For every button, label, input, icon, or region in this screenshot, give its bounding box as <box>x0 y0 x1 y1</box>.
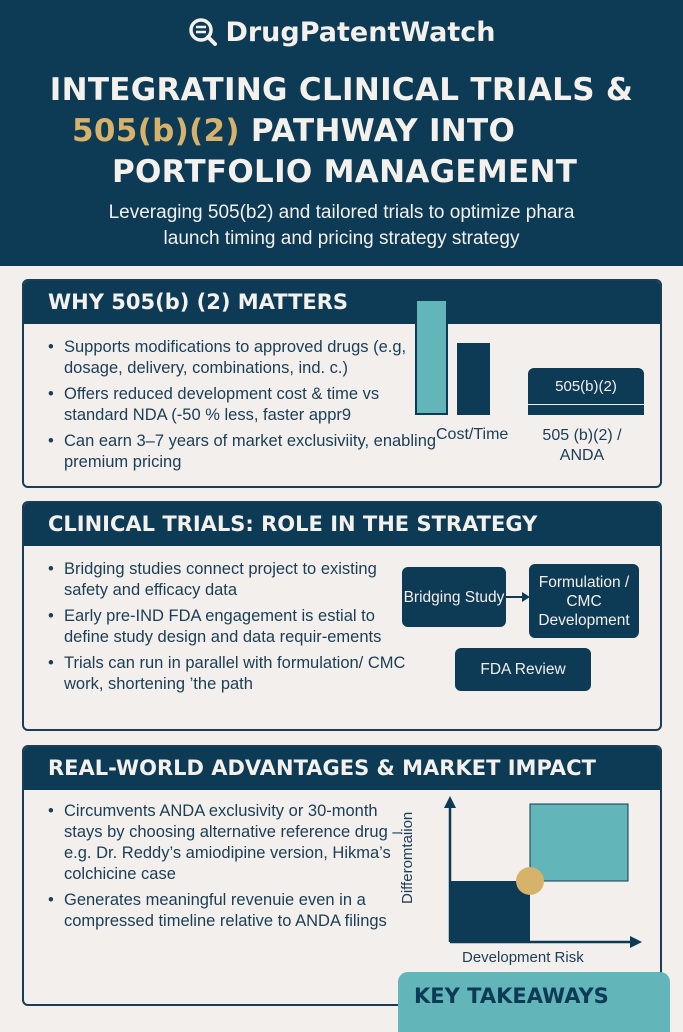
subtitle-line-2: launch timing and pricing strategy strat… <box>0 226 683 252</box>
x-axis-label: Development Risk <box>462 949 584 966</box>
section-real-world-advantages: REAL-WORLD ADVANTAGES & MARKET IMPACT Ci… <box>22 745 662 1006</box>
list-item: Can earn 3–7 years of market exclusiviit… <box>48 431 438 473</box>
section-heading: CLINICAL TRIALS: ROLE IN THE STRATEGY <box>24 503 660 546</box>
title-line-3: PORTFOLIO MANAGEMENT <box>0 152 683 193</box>
header: DrugPatentWatch INTEGRATING CLINICAL TRI… <box>0 0 683 266</box>
list-item: Trials can run in parallel with formulat… <box>48 653 408 695</box>
x-label-cost-time: Cost/Time <box>436 426 508 444</box>
flow-box-formulation-cmc: Formulation / CMC Development <box>529 564 639 638</box>
brand-name: DrugPatentWatch <box>225 17 495 48</box>
title-line-2: PATHWAY INTO <box>240 113 515 149</box>
magnifier-icon <box>187 16 219 48</box>
bar-tall <box>415 301 448 415</box>
subtitle: Leveraging 505(b2) and tailored trials t… <box>0 200 683 252</box>
list-item: Supports modifications to approved drugs… <box>48 337 438 379</box>
section-heading: WHY 505(b) (2) MATTERS <box>24 281 660 324</box>
list-item: Circumvents ANDA exclusivity or 30-month… <box>48 801 418 885</box>
section-why-505b2: WHY 505(b) (2) MATTERS Supports modifica… <box>22 279 662 488</box>
page-title: INTEGRATING CLINICAL TRIALS & 505(b)(2) … <box>0 70 683 193</box>
bar-505b2: 505(b)(2) <box>528 368 644 415</box>
bullet-list: Bridging studies connect project to exis… <box>48 559 408 700</box>
title-highlight: 505(b)(2) <box>72 113 240 149</box>
arrow-right-icon <box>506 591 530 603</box>
flow-box-bridging-study: Bridging Study <box>402 567 506 627</box>
brand-logo: DrugPatentWatch <box>0 16 683 48</box>
quadrant-low <box>450 881 530 942</box>
position-marker <box>516 867 544 895</box>
quadrant-high <box>530 804 628 881</box>
list-item: Offers reduced development cost & time v… <box>48 384 438 426</box>
y-axis-label: Differomtaiion <box>399 812 416 904</box>
list-item: Early pre-IND FDA engagement is estial t… <box>48 606 408 648</box>
bar-short <box>457 343 490 415</box>
bullet-list: Supports modifications to approved drugs… <box>48 337 438 478</box>
risk-differentiation-matrix <box>404 792 644 952</box>
key-takeaways-panel: KEY TAKEAWAYS <box>398 972 670 1032</box>
list-item: Generates meaningful revenuie even in a … <box>48 890 418 932</box>
section-clinical-trials: CLINICAL TRIALS: ROLE IN THE STRATEGY Br… <box>22 501 662 731</box>
subtitle-line-1: Leveraging 505(b2) and tailored trials t… <box>0 200 683 226</box>
key-takeaways-heading: KEY TAKEAWAYS <box>414 984 609 1008</box>
title-line-1: INTEGRATING CLINICAL TRIALS & <box>0 70 683 111</box>
bar-label: 505(b)(2) <box>555 378 617 395</box>
flow-box-fda-review: FDA Review <box>455 648 591 691</box>
list-item: Bridging studies connect project to exis… <box>48 559 408 601</box>
x-label-505b2-anda: 505 (b)(2) / ANDA <box>542 426 622 466</box>
section-heading: REAL-WORLD ADVANTAGES & MARKET IMPACT <box>24 747 660 790</box>
bullet-list: Circumvents ANDA exclusivity or 30-month… <box>48 801 418 937</box>
